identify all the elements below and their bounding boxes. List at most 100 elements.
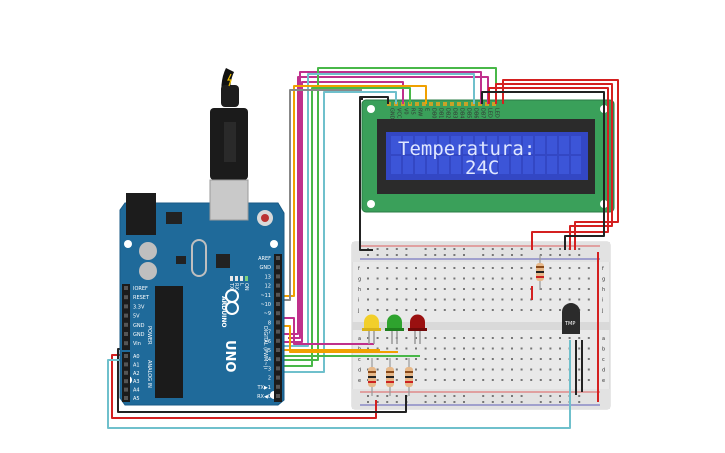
analog-pin[interactable] (124, 396, 128, 400)
digital-pin-label: ~11 (260, 293, 271, 299)
analog-pin[interactable] (124, 387, 128, 392)
temperature-sensor: TMP (562, 303, 580, 334)
digital-pin[interactable] (276, 329, 280, 334)
power-pin-label: GND (133, 332, 145, 338)
digital-pin[interactable] (276, 348, 280, 352)
breadboard-row-label: f (358, 266, 360, 272)
digital-pin-label: 4 (268, 357, 271, 363)
power-section-label: POWER (146, 326, 152, 345)
lcd-pin-label: DB1 (438, 108, 444, 118)
lcd-pin[interactable] (422, 102, 426, 106)
lcd-pin-label: LED (494, 108, 500, 118)
digital-pin[interactable] (276, 302, 280, 306)
digital-pin[interactable] (276, 283, 280, 288)
power-pin[interactable] (124, 322, 128, 327)
lcd-pin-label: DB5 (466, 108, 472, 118)
analog-pin[interactable] (124, 370, 128, 375)
board-led-label: L (238, 283, 244, 286)
lcd-pin-label: RS (410, 108, 416, 115)
analog-pin[interactable] (124, 379, 128, 384)
lcd-pin-label: E (424, 108, 430, 111)
lcd-pin-label: DB7 (480, 108, 486, 118)
atmega-chip (155, 286, 183, 398)
digital-pin[interactable] (276, 375, 280, 380)
breadboard-row-label: d (358, 368, 361, 374)
analog-pin[interactable] (124, 362, 128, 367)
breadboard-row-label: a (602, 336, 605, 342)
digital-pin[interactable] (276, 320, 280, 325)
digital-pin-label: ~3 (264, 366, 271, 372)
digital-pin-label: ~9 (264, 311, 271, 317)
power-pin[interactable] (124, 341, 128, 346)
digital-pin-label: 2 (268, 376, 271, 382)
breadboard-row-label: h (358, 287, 361, 293)
board-led-label: ON (243, 283, 249, 291)
board-led-label: RX (233, 283, 239, 290)
power-pin[interactable] (124, 304, 128, 309)
power-pin-label: 5V (133, 314, 140, 320)
breadboard-row-label: f (602, 266, 604, 272)
usb-port (209, 179, 249, 221)
lcd-pin[interactable] (443, 102, 447, 106)
lcd-pin-label: RW (417, 108, 423, 116)
power-pin[interactable] (124, 295, 128, 300)
lcd-line-2: 24C (465, 157, 499, 179)
lcd-pin[interactable] (415, 102, 419, 106)
digital-pin[interactable] (276, 265, 280, 270)
power-pin-label: Vin (133, 341, 141, 347)
led-green (385, 314, 404, 344)
breadboard-row-label: c (358, 357, 361, 363)
breadboard-row-label: i (602, 298, 603, 304)
board-led (240, 276, 243, 281)
power-jack (126, 193, 156, 235)
digital-pin[interactable] (276, 366, 280, 371)
lcd-pin-label: DB0 (431, 108, 437, 118)
lcd-pin[interactable] (450, 102, 454, 106)
lcd-pin[interactable] (492, 102, 496, 106)
lcd-pin-label: DB6 (473, 108, 479, 118)
lcd-pin[interactable] (429, 102, 433, 106)
led-red (408, 314, 427, 344)
lcd-pin-label: GND (389, 108, 395, 120)
resistor-1 (368, 358, 376, 396)
digital-pin[interactable] (276, 274, 280, 279)
digital-pin[interactable] (276, 357, 280, 362)
power-pin[interactable] (124, 332, 128, 336)
digital-pin[interactable] (276, 256, 280, 260)
analog-pin[interactable] (124, 354, 128, 358)
lcd-pin[interactable] (464, 102, 468, 106)
power-pin[interactable] (124, 313, 128, 318)
analog-pin-label: A2 (133, 371, 140, 377)
digital-pin-label: GND (260, 265, 272, 271)
breadboard-row-label: i (358, 298, 359, 304)
breadboard-row-label: e (602, 378, 605, 384)
lcd-pin-label: DB2 (445, 108, 451, 118)
digital-pin-label: TX▶1 (256, 385, 271, 391)
breadboard-row-label: c (602, 357, 605, 363)
board-led-label: TX (228, 282, 234, 290)
digital-pin[interactable] (276, 338, 280, 343)
arduino-brand-label: ARDUINO (220, 296, 227, 327)
analog-pin-label: A1 (133, 362, 140, 368)
digital-pin[interactable] (276, 394, 280, 398)
lcd-pin[interactable] (457, 102, 461, 106)
lcd-pin-label: DB3 (452, 108, 458, 118)
power-pin[interactable] (124, 286, 128, 290)
board-led (245, 276, 248, 281)
digital-section-label: DIGITAL (PWM~) (262, 326, 268, 368)
breadboard-row-label: d (602, 368, 605, 374)
power-pin-label: 3.3V (133, 304, 145, 310)
digital-pin-label: RX◀0 (257, 394, 271, 400)
power-pin-label: RESET (133, 295, 150, 301)
digital-pin[interactable] (276, 384, 280, 389)
digital-pin[interactable] (276, 311, 280, 316)
analog-pin-label: A0 (133, 354, 140, 360)
resistor-4 (536, 255, 544, 290)
digital-pin-label: 8 (268, 320, 271, 326)
breadboard-row-label: a (358, 336, 361, 342)
lcd-pin[interactable] (436, 102, 440, 106)
digital-pin-label: ~10 (260, 302, 271, 308)
digital-pin[interactable] (276, 292, 280, 297)
